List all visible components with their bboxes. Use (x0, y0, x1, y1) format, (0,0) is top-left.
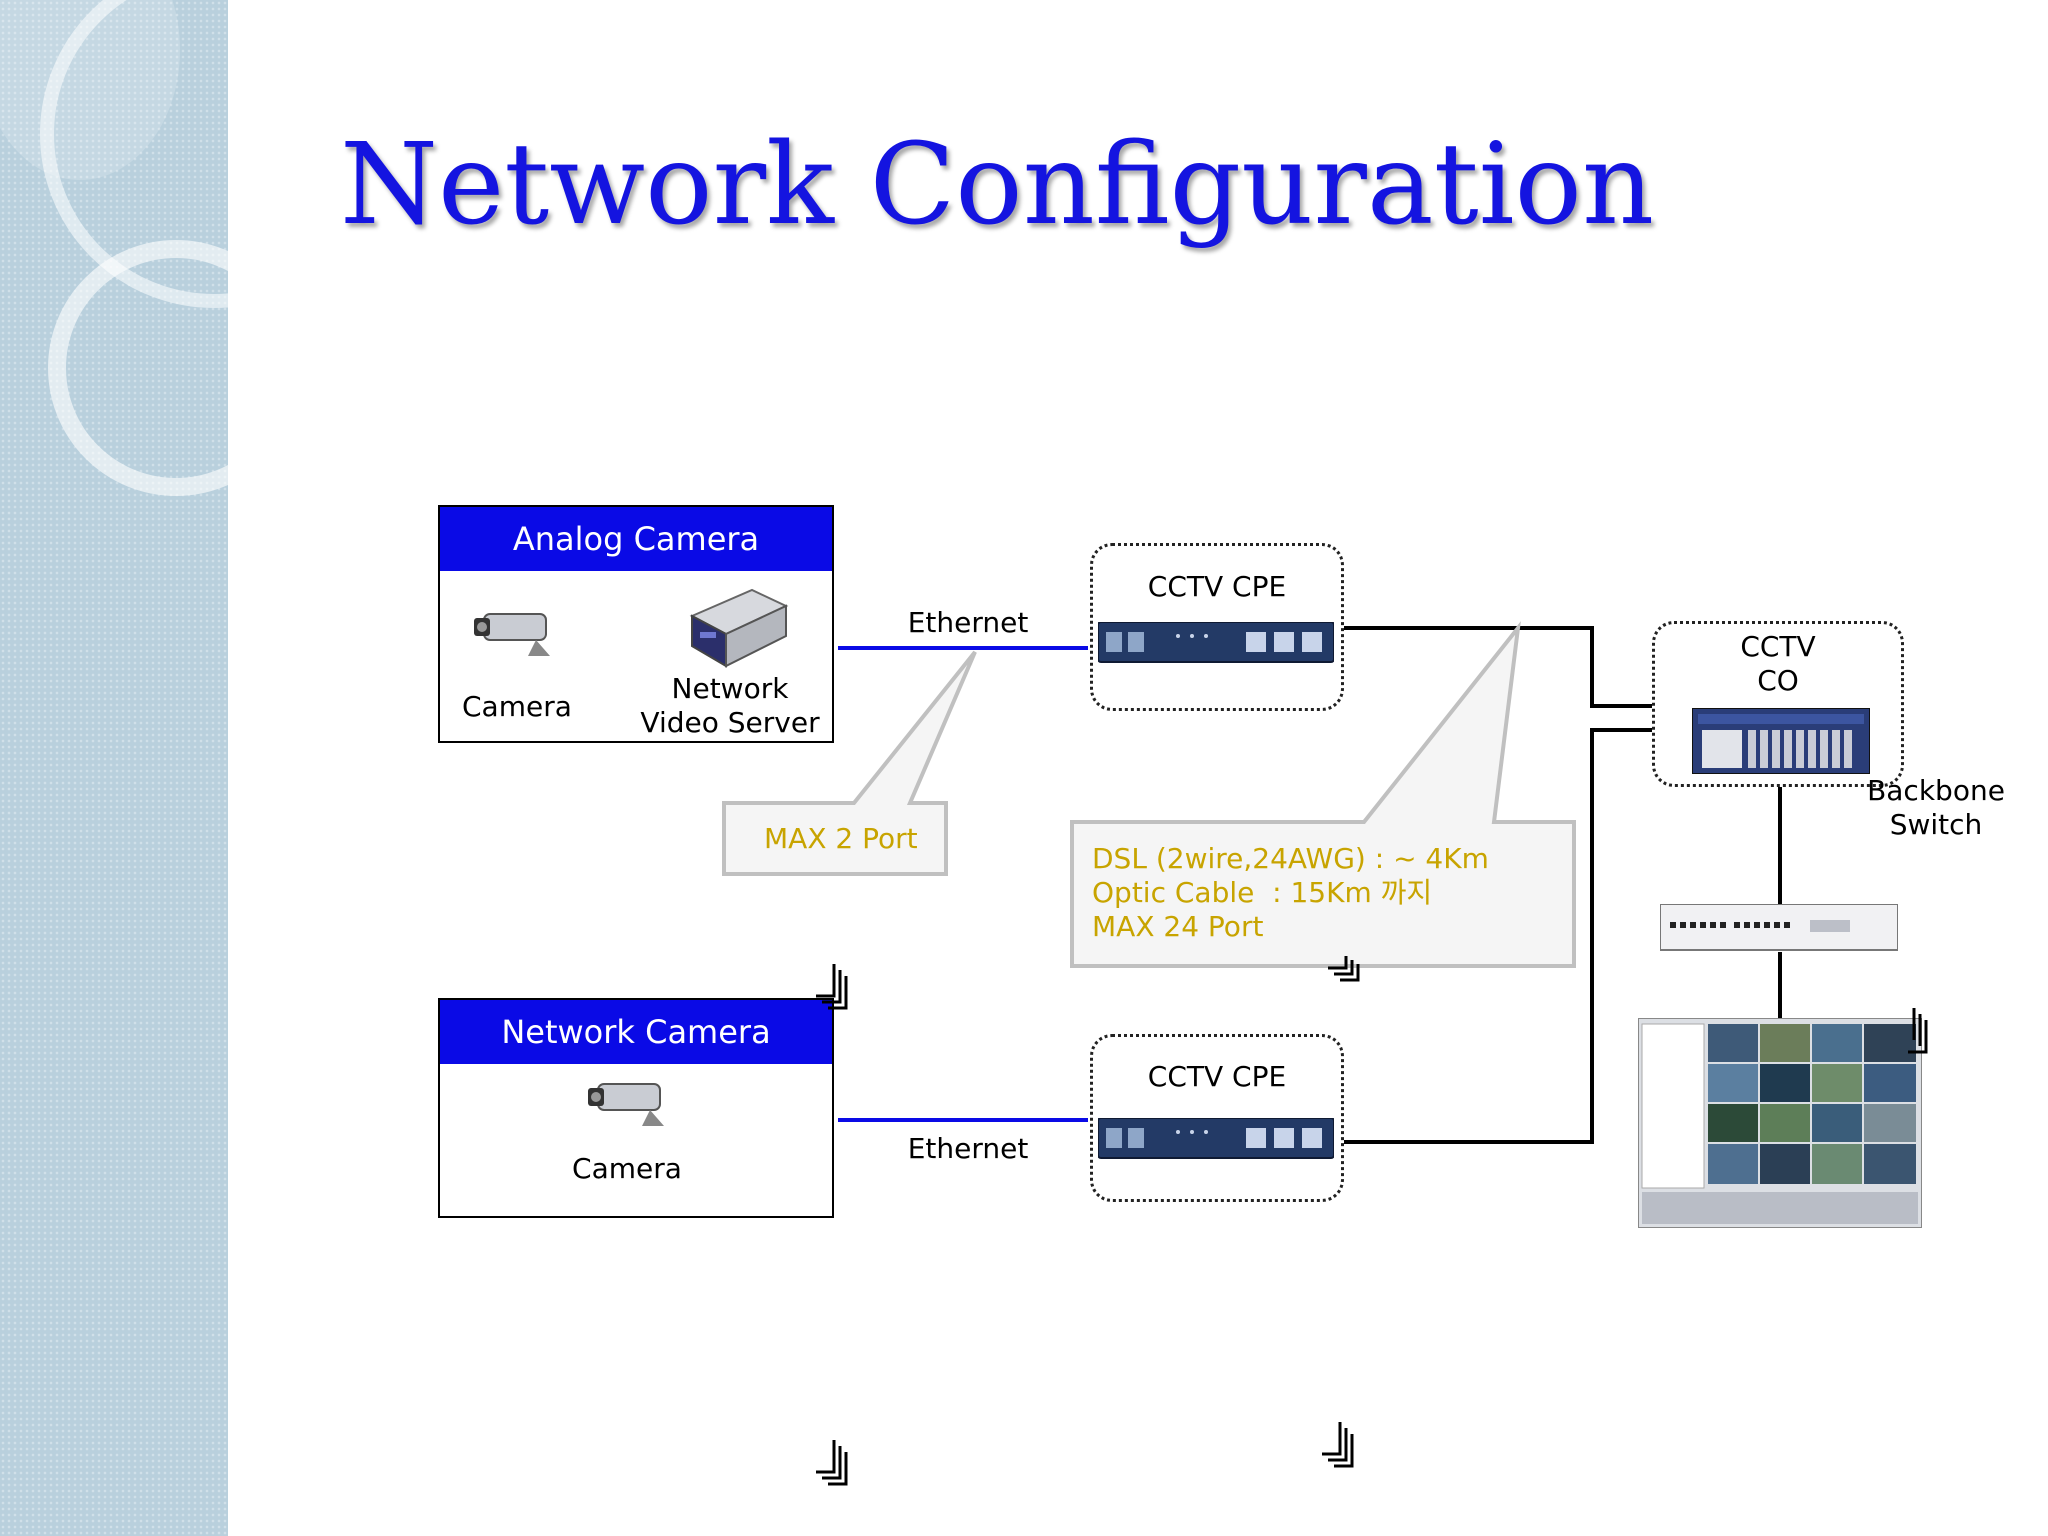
dsl-line-top (1344, 626, 1652, 708)
co-rack-icon (1692, 708, 1870, 774)
backbone-label-line2: Switch (1889, 808, 1983, 841)
corner-mark-icon (816, 1440, 848, 1486)
cctv-cpe-top-label: CCTV CPE (1147, 570, 1287, 603)
dsl-line-bottom (1344, 728, 1652, 1144)
cctv-co-label-line1: CCTV (1740, 630, 1816, 663)
callout-dsl-line1: DSL (2wire,24AWG) : ~ 4Km (1092, 842, 1489, 875)
network-camera-box: Network Camera (438, 998, 834, 1218)
slide-title: Network Configuration (340, 120, 1655, 250)
server-label-line1: Network (671, 672, 789, 705)
ethernet-label-top: Ethernet (907, 606, 1029, 639)
analog-camera-label: Camera (462, 690, 572, 723)
backbone-label-line1: Backbone (1867, 774, 2005, 807)
monitor-screen-icon (1638, 1018, 1922, 1228)
corner-mark-icon (1322, 1422, 1354, 1468)
analog-camera-header: Analog Camera (440, 507, 832, 571)
callout-max2-shape (722, 650, 977, 876)
ethernet-label-bottom: Ethernet (907, 1132, 1029, 1165)
switch-icon (1660, 904, 1898, 951)
camera-icon (474, 613, 550, 656)
callout-dsl-shape (1070, 621, 1576, 968)
callout-dsl-line2: Optic Cable : 15Km 까지 (1092, 876, 1433, 909)
cpe-device-icon (1098, 1118, 1334, 1159)
video-server-icon (689, 588, 789, 668)
corner-mark-icon (1908, 1008, 1928, 1054)
cctv-co-label-line2: CO (1757, 664, 1799, 697)
cctv-cpe-bottom-label: CCTV CPE (1147, 1060, 1287, 1093)
camera-icon (588, 1083, 664, 1126)
corner-mark-icon (1328, 956, 1360, 982)
cpe-device-icon (1098, 622, 1334, 663)
corner-mark-icon (816, 964, 848, 1010)
server-label-line2: Video Server (640, 706, 820, 739)
network-camera-header: Network Camera (440, 1000, 832, 1064)
decorative-sidebar (0, 0, 228, 1536)
network-camera-label: Camera (572, 1152, 682, 1185)
callout-max2-text: MAX 2 Port (764, 822, 918, 855)
callout-dsl-line3: MAX 24 Port (1092, 910, 1264, 943)
